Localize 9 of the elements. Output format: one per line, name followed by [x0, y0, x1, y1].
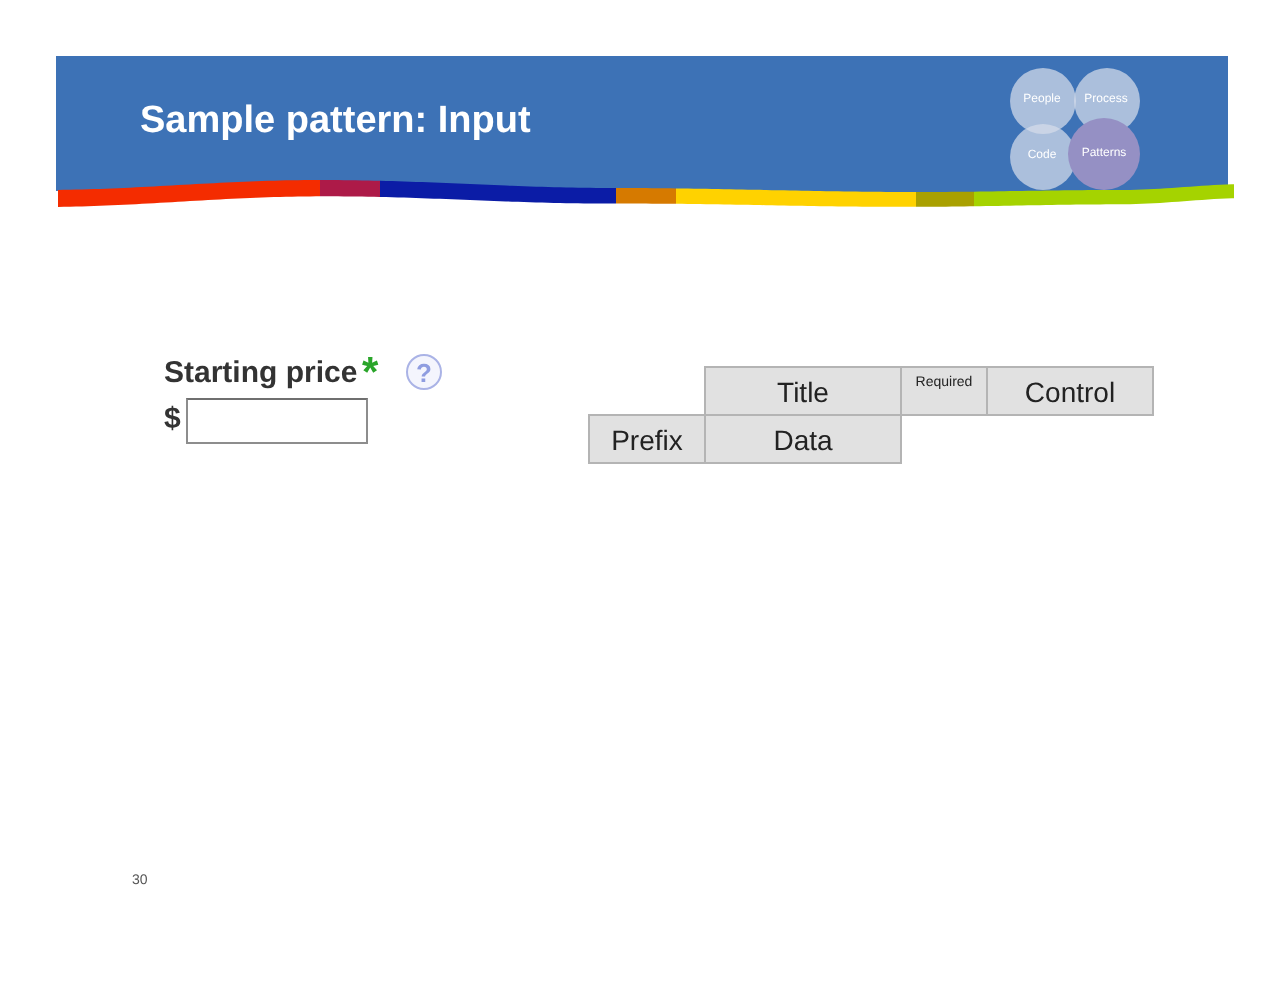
required-asterisk: * [362, 358, 379, 390]
currency-symbol: $ [164, 402, 181, 436]
help-icon: ? [406, 354, 442, 390]
grid-cell: Data [704, 414, 902, 464]
slide-title: Sample pattern: Input [140, 100, 531, 144]
grid-cell: Control [986, 366, 1154, 416]
grid-cell: Prefix [588, 414, 706, 464]
grid-cell: Title [704, 366, 902, 416]
field-label: Starting price [164, 356, 358, 390]
